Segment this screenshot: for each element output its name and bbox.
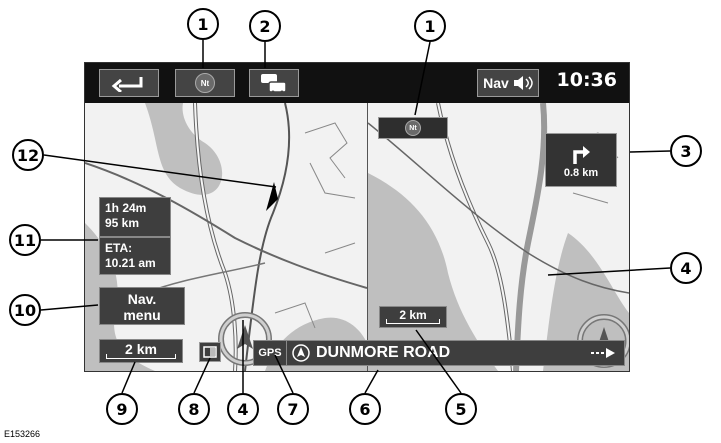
nav-menu-button[interactable]: Nav. menu [99, 287, 185, 325]
heading-pointer-icon [266, 182, 278, 211]
callout-2: 2 [249, 10, 281, 42]
right-north-up-label: Nt [409, 124, 417, 132]
eta-time: 10.21 am [105, 256, 156, 270]
nav-menu-line1: Nav. [127, 291, 157, 307]
callout-1-left: 1 [187, 8, 219, 40]
nav-screen: Nt Nav 10:36 1h 24 [84, 62, 630, 372]
callout-6: 6 [349, 393, 381, 425]
right-scale-label: 2 km [399, 308, 427, 322]
north-up-label: Nt [200, 78, 210, 88]
split-screen-icon [203, 346, 217, 358]
callout-9: 9 [106, 393, 138, 425]
callout-4-right: 4 [670, 252, 702, 284]
traffic-button[interactable] [249, 69, 299, 97]
traffic-cars-icon [261, 74, 287, 94]
left-scale-bar [106, 354, 176, 359]
callout-3: 3 [670, 135, 702, 167]
compass-arrow-icon [292, 344, 310, 362]
top-bar: Nt Nav 10:36 [85, 63, 629, 103]
nav-voice-button[interactable]: Nav [477, 69, 539, 97]
split-screen-button[interactable] [199, 342, 221, 362]
journey-distance: 95 km [105, 216, 140, 230]
nav-button-label: Nav [483, 75, 509, 91]
figure-code: E153266 [4, 429, 41, 439]
callout-12: 12 [12, 139, 44, 171]
eta-info-box[interactable]: ETA: 10.21 am [99, 237, 171, 275]
split-divider [367, 103, 368, 371]
north-up-toggle-button[interactable]: Nt [175, 69, 235, 97]
callout-4-left: 4 [227, 393, 259, 425]
road-name: DUNMORE ROAD [316, 344, 451, 361]
gps-indicator: GPS [253, 340, 287, 366]
back-button[interactable] [99, 69, 159, 97]
eta-label: ETA: [105, 241, 133, 255]
callout-11: 11 [9, 224, 41, 256]
dashed-arrow-right-icon [591, 348, 615, 358]
callout-5: 5 [445, 393, 477, 425]
callout-1-right: 1 [414, 10, 446, 42]
nav-menu-line2: menu [123, 307, 161, 323]
next-turn-box[interactable]: 0.8 km [545, 133, 617, 187]
left-map[interactable] [85, 103, 367, 371]
clock: 10:36 [556, 69, 617, 91]
right-north-up-button[interactable]: Nt [378, 117, 448, 139]
left-scale-button[interactable]: 2 km [99, 339, 183, 363]
turn-right-arrow-icon [573, 145, 590, 164]
speaker-volume-icon [513, 76, 533, 90]
turn-distance: 0.8 km [563, 166, 599, 179]
journey-time: 1h 24m [105, 201, 147, 215]
callout-7: 7 [277, 393, 309, 425]
callout-8: 8 [178, 393, 210, 425]
north-up-icon: Nt [195, 73, 215, 93]
journey-info-box[interactable]: 1h 24m 95 km [99, 197, 171, 237]
right-scale-button[interactable]: 2 km [379, 306, 447, 328]
callout-10: 10 [9, 294, 41, 326]
right-north-up-icon: Nt [405, 120, 421, 136]
right-scale-bar [386, 319, 440, 324]
left-scale-label: 2 km [125, 341, 157, 357]
back-arrow-icon [111, 77, 143, 92]
